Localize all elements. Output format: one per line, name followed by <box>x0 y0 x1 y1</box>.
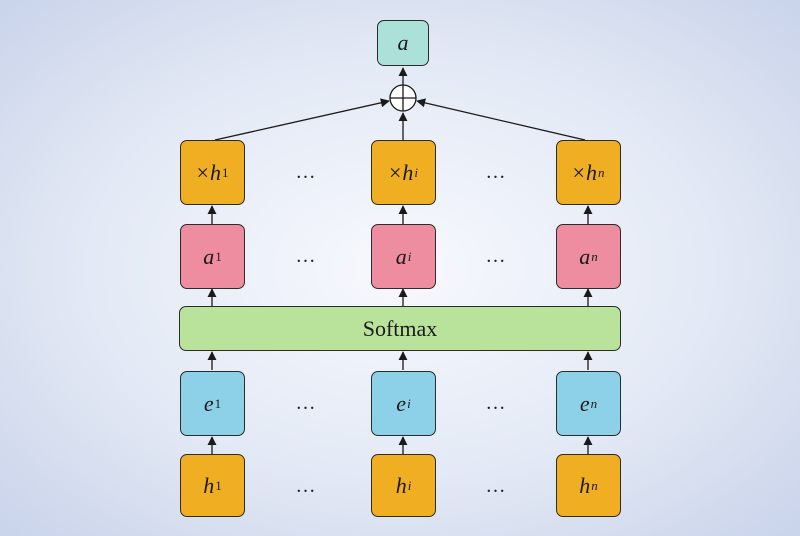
ellipsis-scores-left: … <box>295 392 317 414</box>
weighted-var: h <box>209 159 221 185</box>
hidden-sub: n <box>591 477 598 493</box>
score-var: e <box>203 390 214 416</box>
sum-icon <box>389 84 417 112</box>
weighted-op: × <box>196 159 209 185</box>
weighted-var: h <box>585 159 597 185</box>
weighted-op: × <box>572 159 585 185</box>
score-var: e <box>579 390 590 416</box>
hidden-sub: i <box>407 477 412 493</box>
attention-var: a <box>579 243 591 269</box>
ellipsis-attention-right: … <box>485 245 507 267</box>
ellipsis-weighted-left: … <box>295 161 317 183</box>
output-label: a <box>397 30 409 55</box>
score-sub: i <box>407 395 411 411</box>
attention-var: a <box>395 243 407 269</box>
weighted-sub: 1 <box>221 164 229 180</box>
hidden-sub: 1 <box>215 477 222 493</box>
arrow-xhn-sum <box>416 98 586 141</box>
hidden-var: h <box>395 472 407 498</box>
ellipsis-hidden-left: … <box>295 475 317 497</box>
ellipsis-weighted-right: … <box>485 161 507 183</box>
weighted-var: h <box>402 159 414 185</box>
hidden-var: h <box>203 472 215 498</box>
ellipsis-scores-right: … <box>485 392 507 414</box>
softmax-layer: Softmax <box>179 306 621 351</box>
attention-sub: n <box>591 248 598 264</box>
attention-var: a <box>203 243 215 269</box>
arrow-xh1-sum <box>214 98 390 141</box>
output-node: a <box>377 20 429 66</box>
score-sub: 1 <box>214 395 222 411</box>
weighted-sub: n <box>597 164 605 180</box>
score-sub: n <box>590 395 598 411</box>
weighted-op: × <box>388 159 402 185</box>
ellipsis-attention-left: … <box>295 245 317 267</box>
weighted-sub: i <box>414 164 419 180</box>
ellipsis-hidden-right: … <box>485 475 507 497</box>
attention-sub: i <box>407 248 412 264</box>
score-var: e <box>396 390 407 416</box>
softmax-label: Softmax <box>362 315 438 341</box>
attention-sub: 1 <box>215 248 222 264</box>
hidden-var: h <box>579 472 591 498</box>
